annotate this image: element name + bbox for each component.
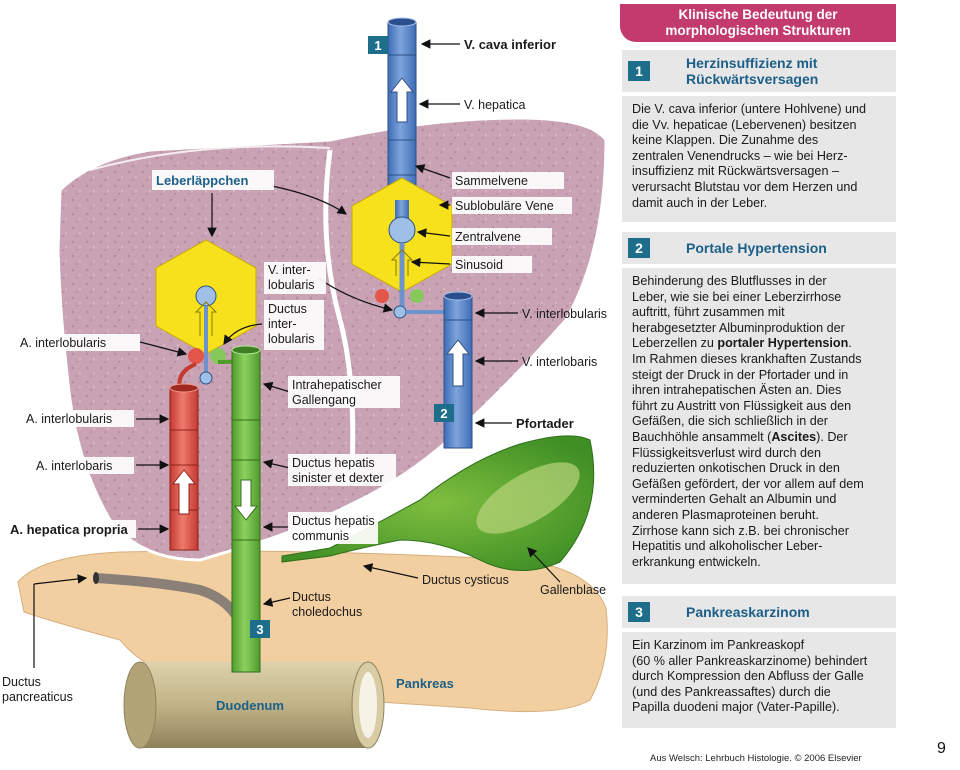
section-2-body-b: portaler Hypertension	[717, 336, 849, 351]
label-ductus-choledochus-1: Ductus	[292, 590, 331, 604]
label-ductus-pancreaticus-2: pancreaticus	[2, 690, 73, 704]
marker-1: 1	[368, 36, 388, 54]
section-3-number: 3	[628, 602, 650, 622]
portal-vein-column	[443, 291, 473, 449]
section-3-title: Pankreaskarzinom	[686, 604, 810, 620]
source-credit: Aus Welsch: Lehrbuch Histologie. © 2006 …	[650, 753, 862, 764]
hepatic-artery-column	[169, 383, 199, 551]
section-3-header: 3 Pankreaskarzinom	[622, 596, 896, 628]
page-number: 9	[937, 740, 946, 757]
marker-2: 2	[434, 404, 454, 422]
leader-lines	[33, 39, 561, 668]
label-leberlaeppchen: Leberläppchen	[156, 173, 249, 188]
label-ductus-cysticus: Ductus cysticus	[422, 573, 509, 587]
label-ductus-interlobularis-3: lobularis	[268, 332, 315, 346]
label-sammelvene: Sammelvene	[455, 174, 528, 188]
section-2-title: Portale Hypertension	[686, 240, 827, 256]
marker-1-label: 1	[374, 38, 381, 53]
label-ductus-hepatis-comm-1: Ductus hepatis	[292, 514, 375, 528]
label-v-interlobaris: V. interlobaris	[522, 355, 597, 369]
label-pankreas: Pankreas	[396, 676, 454, 691]
label-v-interlobularis-right: V. interlobularis	[522, 307, 607, 321]
section-2-body-c: . Im Rahmen dieses krankhaften Zustands …	[632, 336, 862, 444]
label-v-hepatica: V. hepatica	[464, 98, 525, 112]
marker-3: 3	[250, 620, 270, 638]
section-2-body-a: Behinderung des Blutflusses in der Leber…	[632, 274, 845, 351]
lobule-left	[155, 239, 257, 391]
section-1-number: 1	[628, 61, 650, 81]
label-duodenum: Duodenum	[216, 698, 284, 713]
liver-anatomy-diagram: 1 2 3 V. cava inferior V. hepatica Samme…	[2, 17, 608, 749]
section-2-header: 2 Portale Hypertension	[622, 232, 896, 264]
label-zentralvene: Zentralvene	[455, 230, 521, 244]
label-v-interlobularis-left-1: V. inter-	[268, 263, 311, 277]
panel-header-title: Klinische Bedeutung der morphologischen …	[665, 7, 851, 38]
label-ductus-interlobularis-2: inter-	[268, 317, 296, 331]
lobule-right	[351, 177, 453, 319]
marker-2-label: 2	[440, 406, 447, 421]
label-ductus-hepatis-sd-1: Ductus hepatis	[292, 456, 375, 470]
label-ductus-choledochus-2: choledochus	[292, 605, 362, 619]
section-3-body: Ein Karzinom im Pankreaskopf (60 % aller…	[622, 632, 896, 728]
marker-3-label: 3	[256, 622, 263, 637]
section-2-body: Behinderung des Blutflusses in der Leber…	[622, 268, 896, 584]
section-2-body-d: Ascites	[771, 429, 817, 444]
label-a-interlobularis-1: A. interlobularis	[20, 336, 106, 350]
label-ductus-hepatis-comm-2: communis	[292, 529, 349, 543]
section-1-title: Herzinsuffizienz mit Rückwärtsversagen	[686, 55, 819, 87]
section-1-header: 1 Herzinsuffizienz mit Rückwärtsversagen	[622, 50, 896, 92]
label-a-interlobaris: A. interlobaris	[36, 459, 112, 473]
bile-duct-column	[231, 345, 261, 673]
section-2-number: 2	[628, 238, 650, 258]
label-sublobulaere-vene: Sublobuläre Vene	[455, 199, 554, 213]
label-v-interlobularis-left-2: lobularis	[268, 278, 315, 292]
label-pfortader: Pfortader	[516, 416, 574, 431]
section-1-body: Die V. cava inferior (untere Hohlvene) u…	[622, 96, 896, 222]
label-intrahep-gallengang-1: Intrahepatischer	[292, 378, 382, 392]
label-v-cava-inferior: V. cava inferior	[464, 37, 556, 52]
label-ductus-hepatis-sd-2: sinister et dexter	[292, 471, 384, 485]
label-gallenblase: Gallenblase	[540, 583, 606, 597]
duodenum	[123, 661, 385, 749]
label-sinusoid: Sinusoid	[455, 258, 503, 272]
panel-header: Klinische Bedeutung der morphologischen …	[620, 4, 896, 42]
label-a-interlobularis-2: A. interlobularis	[26, 412, 112, 426]
label-ductus-interlobularis-1: Ductus	[268, 302, 307, 316]
label-ductus-pancreaticus-1: Ductus	[2, 675, 41, 689]
vena-cava-column	[387, 17, 417, 203]
label-a-hepatica-propria: A. hepatica propria	[10, 522, 129, 537]
section-2-body-e: ). Der Flüssigkeitsverlust wird durch de…	[632, 429, 864, 569]
label-intrahep-gallengang-2: Gallengang	[292, 393, 356, 407]
